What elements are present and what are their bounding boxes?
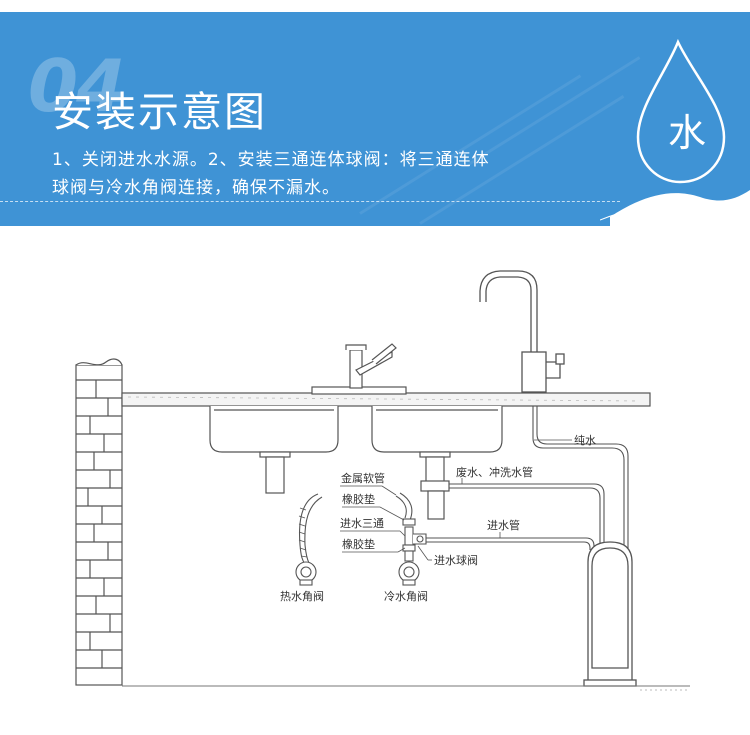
label-inlet-ball-valve: 进水球阀 (434, 553, 478, 567)
purified-water-faucet (479, 270, 565, 393)
label-rubber-gasket-bottom: 橡胶垫 (342, 537, 375, 551)
floor-line (122, 685, 690, 691)
brick-wall (75, 358, 123, 686)
description-line-1: 1、关闭进水水源。2、安装三通连体球阀：将三通连体 (52, 150, 490, 170)
label-hot-angle-valve: 热水角阀 (280, 589, 324, 603)
inlet-tee-assembly (402, 518, 427, 562)
label-cold-angle-valve: 冷水角阀 (384, 589, 428, 603)
label-metal-hose: 金属软管 (341, 471, 385, 485)
cold-water-hose (395, 492, 413, 521)
countertop (121, 392, 651, 407)
label-pure-water: 纯水 (574, 434, 596, 447)
leader-lines (340, 439, 572, 561)
cold-angle-valve (398, 561, 420, 586)
step-number: 04 (28, 44, 126, 128)
callout-labels: 纯水 废水、冲洗水管 进水管 金属软管 橡胶垫 进水三通 橡胶垫 进水球阀 热水… (280, 434, 596, 603)
label-rubber-gasket-top: 橡胶垫 (342, 492, 375, 506)
description-line-2: 球阀与冷水角阀连接，确保不漏水。 (52, 178, 340, 198)
banner-divider (0, 201, 620, 202)
label-inlet-tee: 进水三通 (340, 517, 384, 530)
water-purifier-unit (583, 541, 637, 687)
hot-angle-valve (295, 561, 317, 586)
header-banner (0, 12, 750, 226)
inlet-pipe (424, 537, 595, 550)
kitchen-faucet (311, 343, 407, 395)
label-drain-pipe: 废水、冲洗水管 (456, 465, 533, 479)
double-sink (209, 406, 503, 520)
pure-water-line (532, 406, 629, 548)
hot-water-hose (298, 493, 323, 565)
page-title: 安装示意图 (52, 88, 267, 136)
logo-character: 水 (668, 111, 707, 155)
label-inlet-pipe: 进水管 (487, 518, 520, 532)
water-drop-icon (600, 38, 750, 226)
installation-diagram: 纯水 废水、冲洗水管 进水管 金属软管 橡胶垫 进水三通 橡胶垫 进水球阀 热水… (75, 270, 690, 691)
drain-pipe (449, 483, 605, 548)
